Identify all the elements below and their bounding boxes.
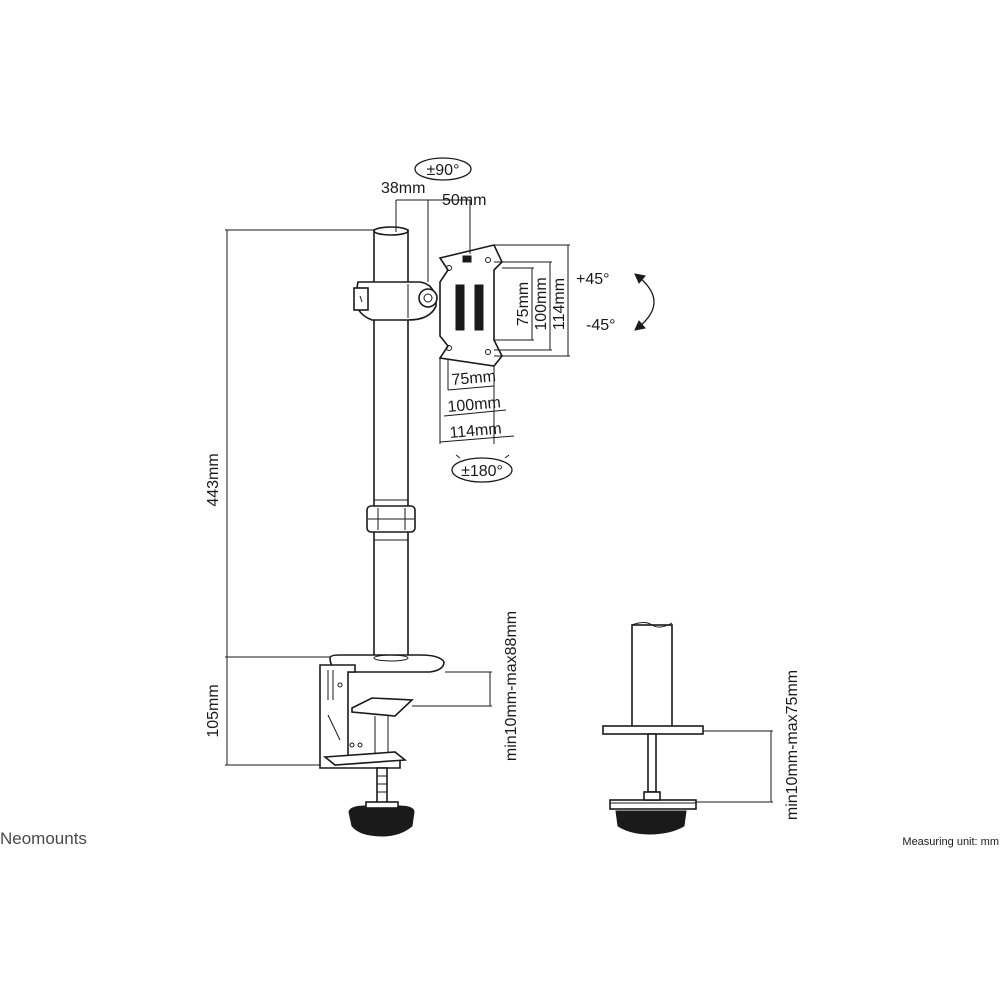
vesa-plate [438,244,503,367]
vesa-slot-left [455,284,465,331]
grommet-pole [631,624,673,730]
clamp-lower-jaw [322,751,408,766]
clamp-pad [351,697,414,717]
rotation-90-label: ±90° [427,162,460,179]
vesa-h-75-label: 75mm [451,368,497,389]
tilt-plus-label: +45° [576,271,610,288]
grommet-rod [647,733,657,793]
vesa-slot-right [474,284,484,331]
monitor-arm-clamp-view: ±90° 38mm 50mm +45° -45° 75mm 100mm 114m… [205,157,655,837]
vesa-h-100-label: 100mm [447,394,502,416]
tilt-indicator [639,277,655,327]
rotation-180-indicator [451,457,513,483]
pole-height-label: 443mm [205,453,222,506]
vesa-h-114-label: 114mm [449,421,502,442]
tilt-minus-label: -45° [586,317,616,334]
clamp-screw [376,767,388,807]
grommet-bottom-plate [609,799,697,810]
brand-logo: Neomounts [0,829,87,848]
measuring-unit-note: Measuring unit: mm [902,836,999,848]
offset-50-label: 50mm [442,192,486,209]
clamp-knob-top [365,801,399,809]
vesa-v-114-label: 114mm [551,278,568,330]
grommet-thickness-label: min10mm-max75mm [784,670,801,820]
vesa-screw [462,255,472,263]
clamp-knob [348,805,415,837]
offset-38-label: 38mm [381,180,425,197]
rotation-180-label: ±180° [461,463,503,480]
grommet-knob [615,810,687,835]
grommet-mount-view: min10mm-max75mm [602,622,801,835]
grommet-top-plate [602,725,704,735]
pole-cap [373,226,409,236]
clamp-thickness-label: min10mm-max88mm [503,611,520,761]
rotation-90-indicator [414,157,472,181]
grommet-nut [643,791,661,801]
tilt-knob [418,288,438,308]
clamp-height-label: 105mm [205,684,222,737]
vesa-v-75-label: 75mm [515,282,532,326]
vesa-v-100-label: 100mm [533,277,550,330]
